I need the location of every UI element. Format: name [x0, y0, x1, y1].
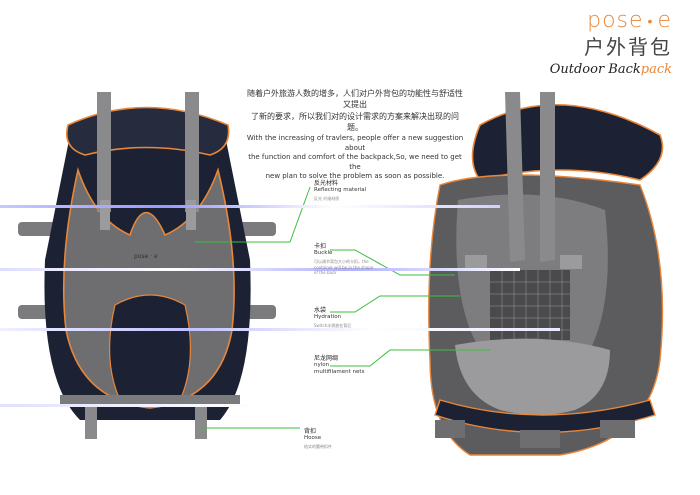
callout-title: 尼龙网绸: [314, 355, 339, 362]
glitch-band: [0, 268, 520, 271]
callout-en: Reflecting material: [314, 187, 367, 193]
bag-lid: [471, 103, 664, 181]
shoulder-strap: [97, 92, 111, 212]
bag-lid: [66, 106, 230, 156]
callout-buckle: 卡扣 Buckle 可以调节背包大小的卡扣，the container will…: [314, 243, 374, 276]
hip-buckle: [520, 430, 560, 448]
callout-desc: 反光 纤维材质: [314, 196, 340, 201]
intro-cn-line: 随着户外旅游人数的增多，人们对户外背包的功能性与舒适性又提出: [247, 89, 463, 109]
callout-en: multifilament nets: [314, 369, 365, 375]
callout-title: 卡扣: [314, 243, 327, 250]
callout-hydration: 水袋 Hydration Switch水袋放在背后: [314, 307, 374, 329]
callout-desc: Switch水袋放在背后: [314, 323, 352, 328]
bag-label: pose · e: [134, 253, 158, 260]
intro-text: 随着户外旅游人数的增多，人们对户外背包的功能性与舒适性又提出 了新的要求，所以我…: [245, 88, 465, 182]
callout-en: Buckle: [314, 250, 333, 256]
buckle: [465, 255, 487, 269]
shoulder-strap: [540, 92, 555, 262]
bottom-strap: [60, 395, 240, 404]
side-strap: [238, 222, 276, 236]
bottom-strap: [85, 404, 97, 439]
brand-logo: pose•e: [587, 8, 672, 33]
intro-en-line: new plan to solve the problem as soon as…: [265, 172, 445, 180]
callout-title: 背扣: [304, 428, 317, 435]
brand-title-en: Outdoor Backpack: [549, 62, 672, 77]
callout-desc: 结实的腰带扣件: [304, 444, 332, 449]
glitch-band: [0, 205, 500, 208]
intro-cn-line: 了新的要求，所以我们对的设计需求的方案来解决出现的问题。: [251, 112, 459, 132]
bottom-strap: [195, 404, 207, 439]
callout-en: Hydration: [314, 314, 342, 320]
shoulder-strap: [185, 92, 199, 212]
glitch-band: [0, 404, 260, 407]
callout-line-buckle: [330, 249, 455, 276]
callout-en: Hoose: [304, 435, 322, 441]
callout-title: 反光材料: [314, 180, 339, 187]
callout-desc: 可以调节背包大小的卡扣，the container will be in the…: [314, 259, 374, 275]
left-backpack: pose · e: [18, 92, 276, 439]
hip-buckle: [600, 420, 635, 438]
callout-mesh: 尼龙网绸 nylon multifilament nets: [314, 355, 384, 376]
callout-lines: [195, 186, 490, 429]
right-backpack: [428, 92, 664, 456]
callout-line-hydration: [330, 295, 460, 313]
intro-en-line: the function and comfort of the backpack…: [248, 153, 462, 171]
front-pocket: [108, 294, 192, 401]
buckle: [100, 200, 110, 230]
lumbar-pad: [455, 338, 610, 415]
buckle: [560, 255, 582, 269]
hip-buckle: [435, 420, 465, 438]
glitch-band: [0, 328, 560, 331]
callout-reflecting: 反光材料 Reflecting material 反光 纤维材质: [314, 180, 384, 202]
callout-line-mesh: [330, 349, 490, 367]
buckle: [186, 200, 196, 230]
brand-header: pose•e 户外背包 Outdoor Backpack: [550, 8, 672, 77]
callout-en: nylon: [314, 362, 330, 368]
brand-title-cn: 户外背包: [584, 35, 672, 59]
intro-en-line: With the increasing of travlers, people …: [246, 134, 464, 152]
callout-title: 水袋: [314, 307, 327, 314]
shoulder-strap: [505, 92, 525, 262]
callout-hoop: 背扣 Hoose 结实的腰带扣件: [304, 428, 364, 450]
side-strap: [18, 222, 58, 236]
